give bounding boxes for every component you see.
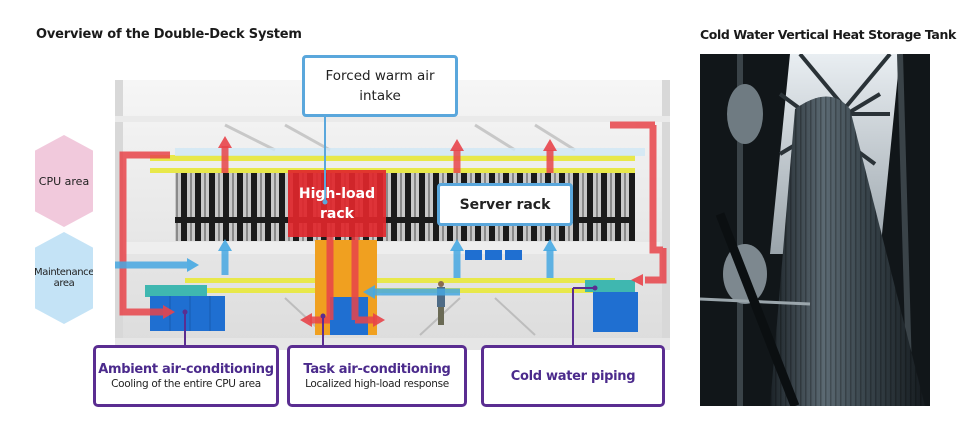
task-air-conditioning-callout: Task air-conditioning Localized high-loa… — [287, 345, 467, 407]
photo-title: Cold Water Vertical Heat Storage Tank — [700, 27, 956, 42]
callout-subtitle: Cooling of the entire CPU area — [111, 378, 261, 390]
callout-title: Task air-conditioning — [303, 362, 451, 377]
callout-text: Server rack — [459, 196, 551, 213]
cpu-area-label: CPU area — [35, 135, 93, 227]
callout-title: Cold water piping — [510, 368, 636, 384]
roof-slab — [115, 116, 670, 122]
warm-air-flow — [119, 121, 667, 324]
duct-upper — [150, 155, 635, 161]
double-deck-building-illustration — [115, 80, 670, 350]
high-load-rack-label: High-load rack — [288, 170, 386, 237]
purple-leader-lines — [184, 287, 595, 348]
cool-air-flow — [115, 250, 554, 296]
duct-lower — [185, 278, 615, 283]
ambient-ac-units-right — [593, 292, 638, 332]
heat-storage-tank-photo — [700, 54, 930, 406]
ambient-air-conditioning-callout: Ambient air-conditioning Cooling of the … — [93, 345, 279, 407]
forced-warm-air-intake-callout: Forced warm air intake — [302, 55, 458, 117]
callout-text: High-load rack — [298, 185, 376, 222]
diagram-title: Overview of the Double-Deck System — [36, 27, 302, 42]
callout-title: Ambient air-conditioning — [98, 362, 274, 377]
maintenance-area-label: Maintenance area — [35, 232, 93, 324]
callout-text: Forced warm air intake — [325, 68, 435, 104]
high-load-rack — [288, 170, 386, 237]
callout-subtitle: Localized high-load response — [305, 378, 449, 390]
server-rack-callout: Server rack — [437, 183, 573, 226]
cold-water-piping-callout: Cold water piping — [481, 345, 665, 407]
